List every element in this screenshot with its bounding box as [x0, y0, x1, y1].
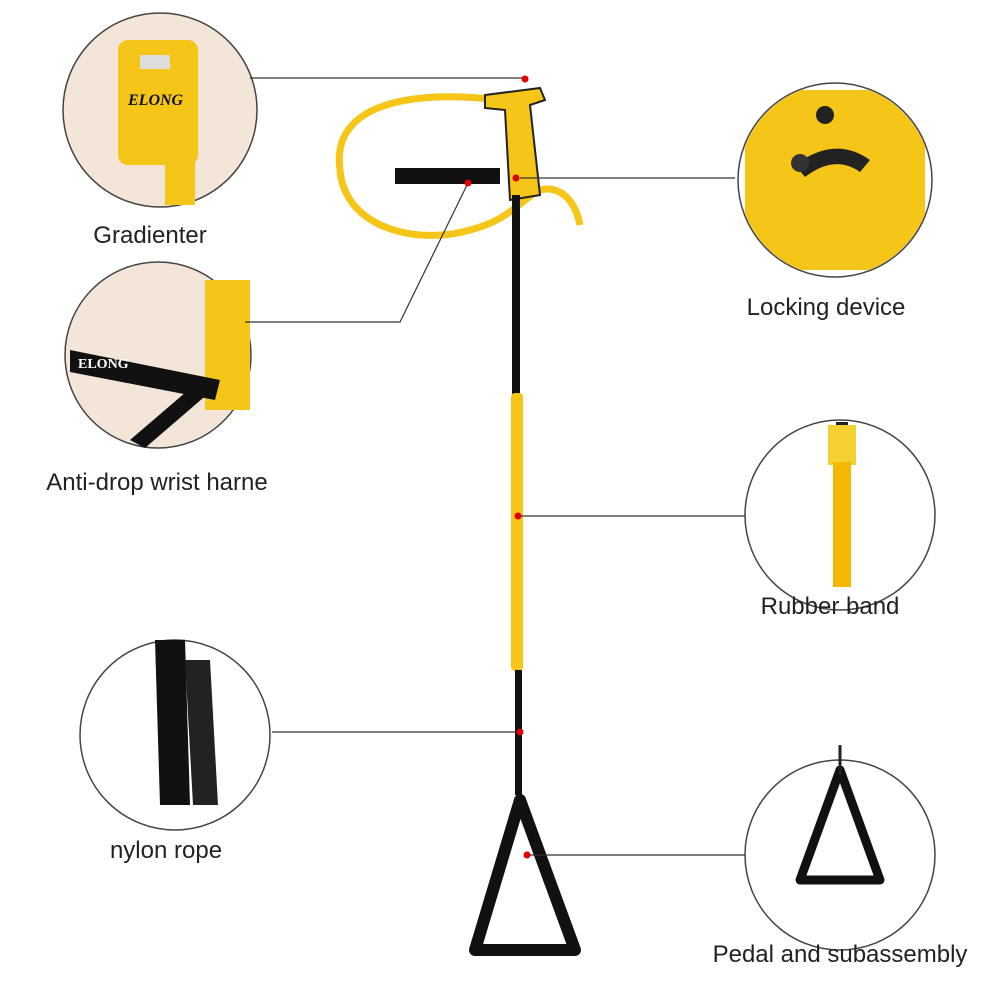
locking-device-detail-circle: [737, 82, 933, 278]
svg-text:ELONG: ELONG: [78, 357, 129, 372]
rubber-band-detail-circle: [744, 419, 936, 611]
pedal-label: Pedal and subassembly: [712, 941, 968, 968]
marker-dots: [464, 75, 531, 859]
gradienter-detail-circle: ELONG: [62, 12, 258, 208]
leader-lines: [245, 77, 745, 856]
wrist-harness-detail-circle: ELONG: [64, 261, 252, 449]
pedal-detail-circle: [744, 745, 936, 951]
nylon-rope-label: nylon rope: [109, 837, 223, 864]
product-image: [335, 86, 584, 956]
gradienter-label: Gradienter: [93, 222, 207, 249]
nylon-rope-detail-circle: [79, 639, 271, 831]
svg-text:ELONG: ELONG: [127, 92, 184, 109]
rubber-band-label: Rubber band: [760, 593, 900, 620]
wrist-harness-label: Anti-drop wrist harne: [46, 469, 268, 496]
locking-device-label: Locking device: [746, 294, 906, 321]
